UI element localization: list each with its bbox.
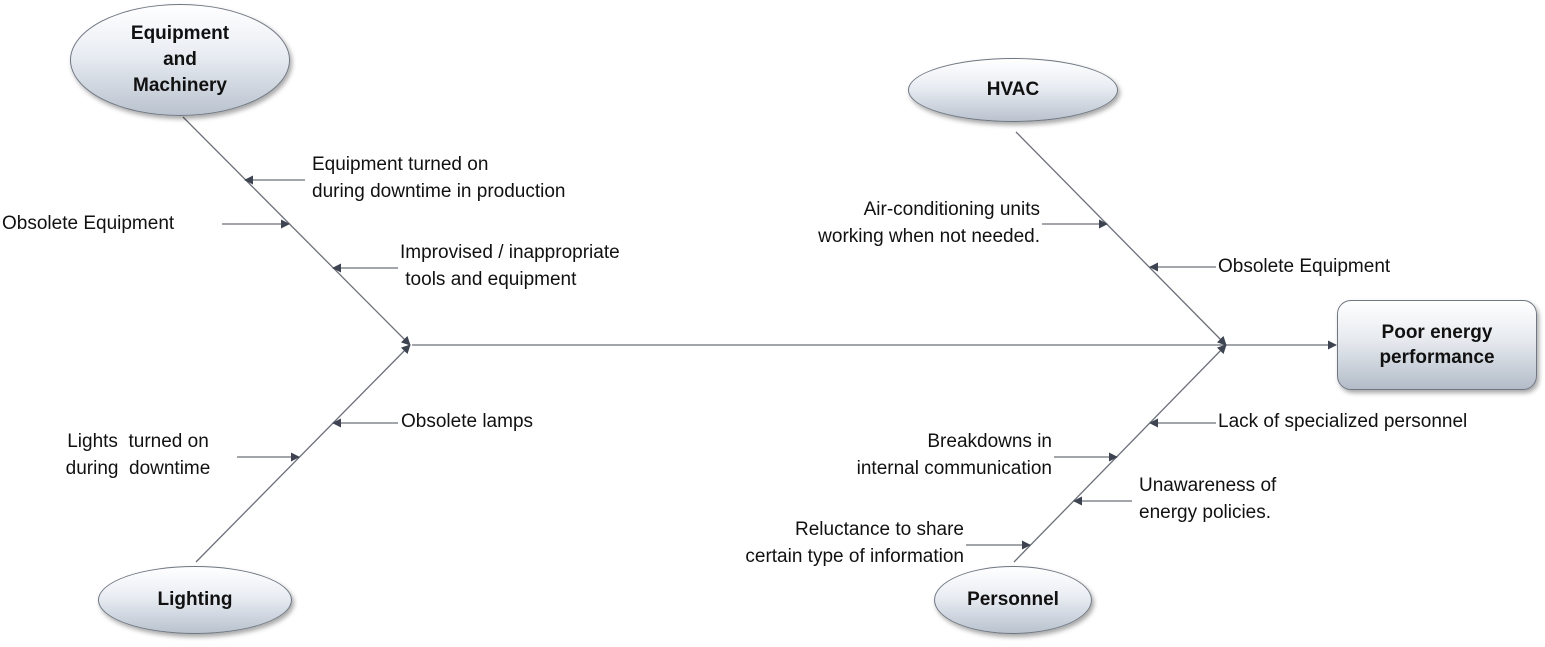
cause-equipment-obsolete: Obsolete Equipment (2, 213, 175, 234)
cause-personnel-reluctance: Reluctance to share certain type of info… (745, 519, 964, 567)
category-equipment-and-machinery: Equipment and Machinery (70, 4, 290, 116)
cause-hvac-obsolete: Obsolete Equipment (1218, 256, 1391, 277)
category-lighting: Lighting (98, 566, 292, 634)
bone-lighting (195, 344, 411, 563)
category-hvac: HVAC (908, 58, 1118, 122)
category-personnel: Personnel (934, 566, 1092, 634)
bone-equipment (182, 116, 411, 346)
bone-personnel (1013, 344, 1227, 563)
cause-lighting-turned-on: Lights turned on during downtime (65, 431, 211, 479)
bone-hvac (1015, 131, 1227, 346)
cause-equipment-improvised: Improvised / inappropriate tools and equ… (400, 242, 620, 290)
cause-lighting-obsolete-lamps: Obsolete lamps (401, 411, 534, 432)
cause-equipment-turned-on: Equipment turned on during downtime in p… (312, 154, 566, 202)
cause-personnel-breakdowns: Breakdowns in internal communication (856, 431, 1052, 479)
cause-personnel-lack: Lack of specialized personnel (1218, 411, 1468, 432)
cause-personnel-unawareness: Unawareness of energy policies. (1139, 475, 1277, 523)
effect-poor-energy-performance: Poor energy performance (1337, 300, 1537, 390)
cause-hvac-aircon: Air-conditioning units working when not … (818, 199, 1040, 247)
